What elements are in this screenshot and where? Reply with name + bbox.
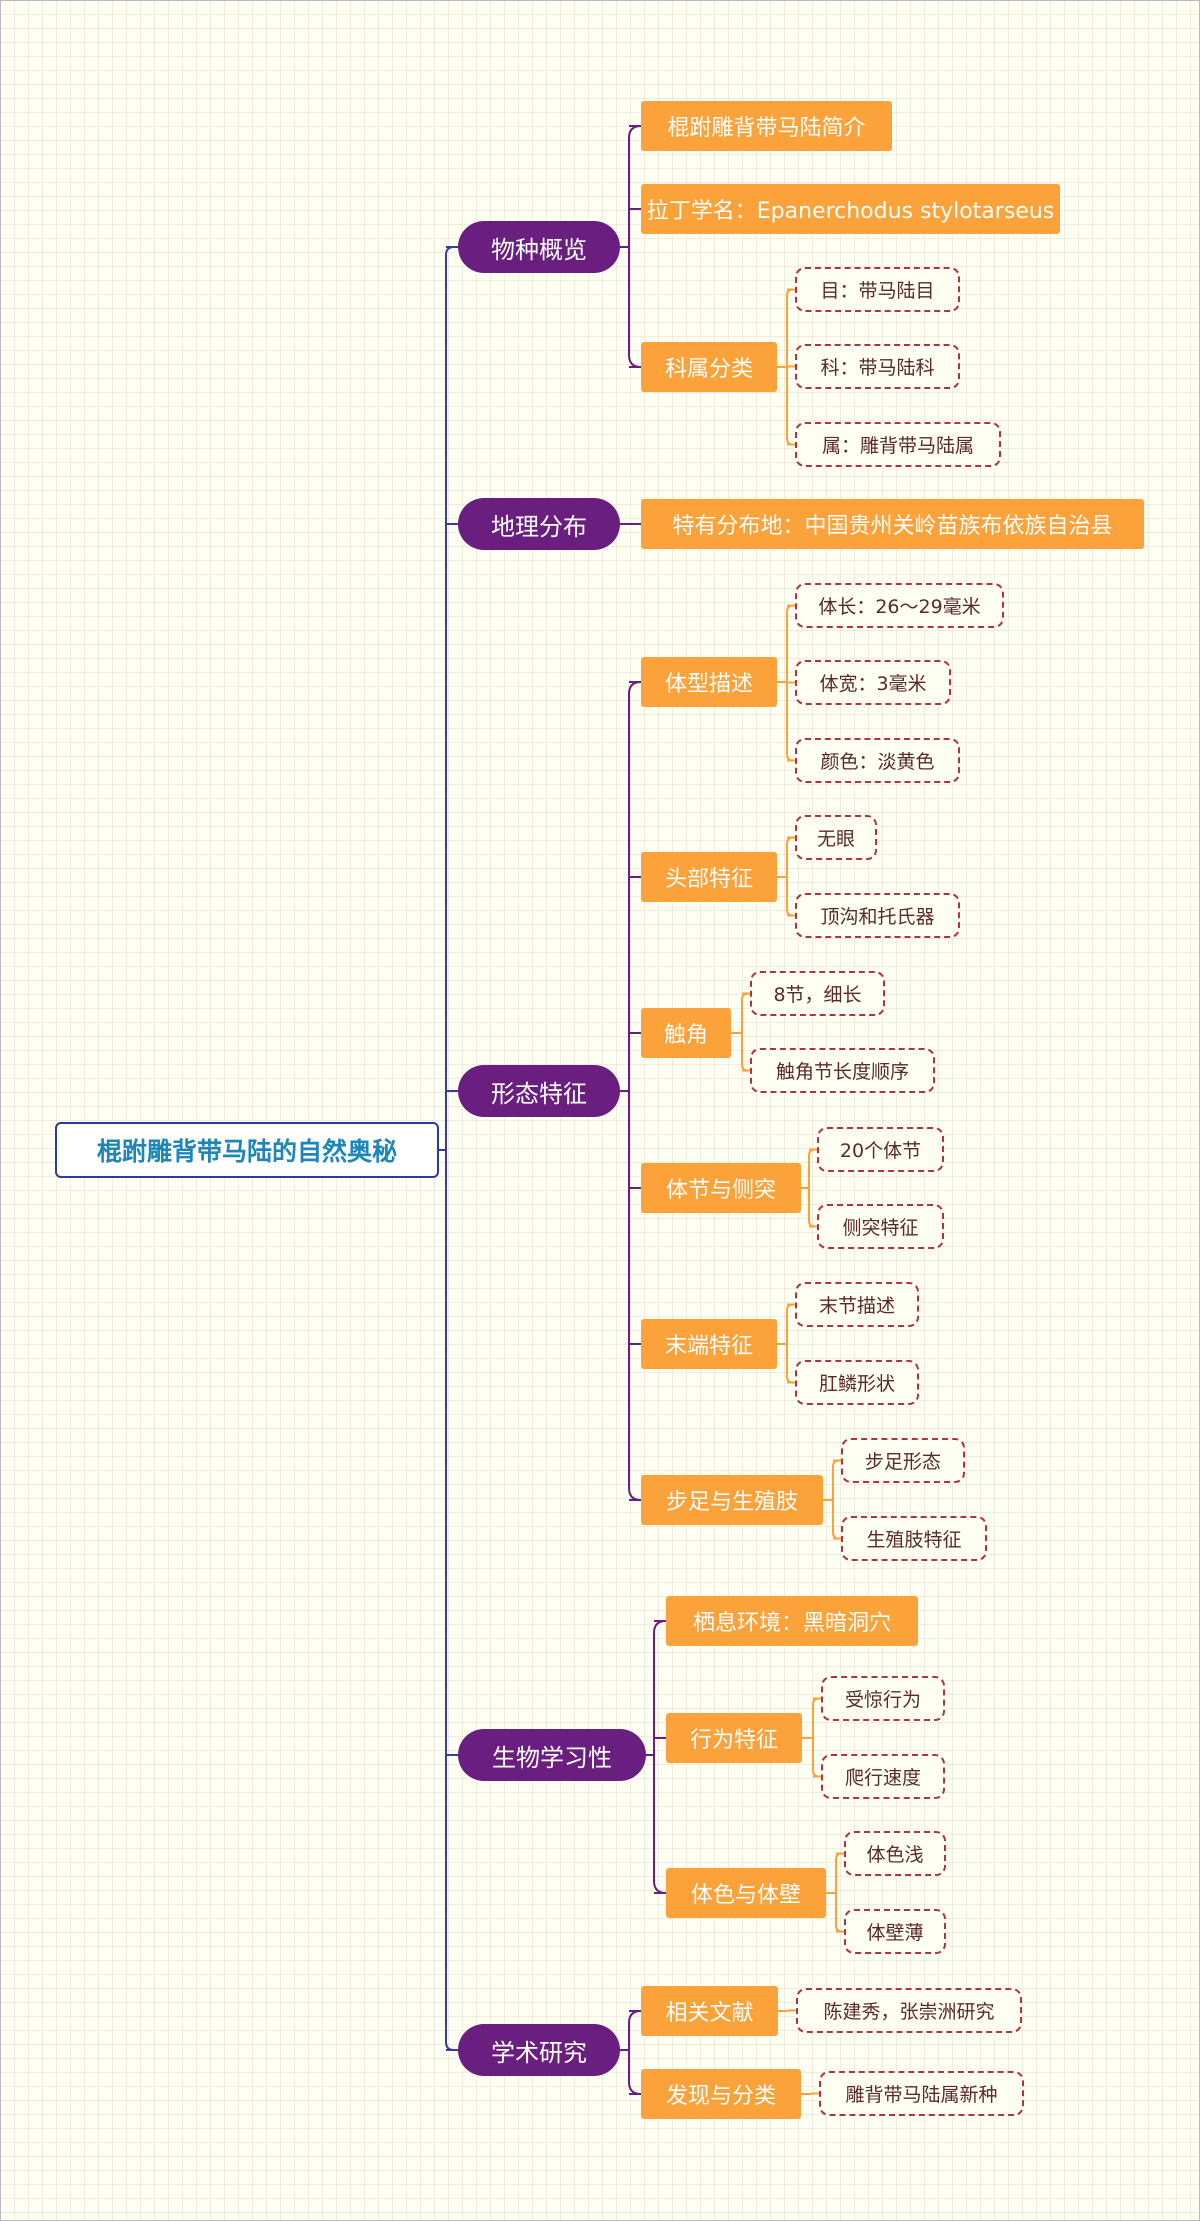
topic-behavior[interactable]: 行为特征 — [666, 1713, 802, 1763]
connector-line — [786, 836, 794, 917]
connector-line — [812, 1697, 820, 1778]
leaf-authors[interactable]: 陈建秀，张崇洲研究 — [796, 1988, 1022, 2033]
connector-line — [786, 1303, 794, 1384]
leaf-family[interactable]: 科：带马陆科 — [795, 344, 960, 389]
root-topic[interactable]: 棍跗雕背带马陆的自然奥秘 — [55, 1122, 439, 1178]
topic-legs-gonopods[interactable]: 步足与生殖肢 — [641, 1475, 823, 1525]
leaf-last-segment[interactable]: 末节描述 — [795, 1282, 919, 1327]
connector-line — [653, 1620, 667, 1894]
topic-endemic-location[interactable]: 特有分布地：中国贵州关岭苗族布依族自治县 — [641, 499, 1144, 549]
leaf-startle[interactable]: 受惊行为 — [821, 1676, 945, 1721]
topic-distribution[interactable]: 地理分布 — [458, 498, 620, 550]
connector-line — [835, 1852, 843, 1933]
topic-body-shape[interactable]: 体型描述 — [641, 657, 777, 707]
topic-antenna[interactable]: 触角 — [641, 1008, 731, 1058]
topic-head[interactable]: 头部特征 — [641, 852, 777, 902]
leaf-segment-count[interactable]: 20个体节 — [817, 1127, 944, 1172]
leaf-body-length[interactable]: 体长：26～29毫米 — [795, 583, 1004, 628]
connector-line — [445, 246, 455, 2051]
topic-research[interactable]: 学术研究 — [458, 2024, 620, 2076]
leaf-genus[interactable]: 属：雕背带马陆属 — [795, 422, 1001, 467]
leaf-antenna-order[interactable]: 触角节长度顺序 — [750, 1048, 935, 1093]
leaf-paranota[interactable]: 侧突特征 — [817, 1204, 944, 1249]
leaf-new-species[interactable]: 雕背带马陆属新种 — [819, 2071, 1024, 2116]
connector-line — [628, 125, 642, 368]
topic-literature[interactable]: 相关文献 — [641, 1986, 778, 2036]
connector-line — [628, 2010, 642, 2095]
topic-terminal[interactable]: 末端特征 — [641, 1319, 777, 1369]
leaf-eyeless[interactable]: 无眼 — [795, 815, 877, 860]
leaf-head-organ[interactable]: 顶沟和托氏器 — [795, 893, 960, 938]
leaf-antenna-segments[interactable]: 8节，细长 — [750, 971, 885, 1016]
leaf-order[interactable]: 目：带马陆目 — [795, 267, 960, 312]
leaf-body-width[interactable]: 体宽：3毫米 — [795, 660, 951, 705]
topic-body-color-wall[interactable]: 体色与体壁 — [666, 1868, 826, 1918]
topic-latin-name[interactable]: 拉丁学名：Epanerchodus stylotarseus — [641, 184, 1060, 234]
connector-line — [808, 1148, 816, 1228]
leaf-gonopod[interactable]: 生殖肢特征 — [841, 1516, 987, 1561]
topic-taxonomy[interactable]: 科属分类 — [641, 342, 777, 392]
connector-line — [628, 681, 642, 1501]
topic-morphology[interactable]: 形态特征 — [458, 1065, 620, 1117]
leaf-body-color[interactable]: 颜色：淡黄色 — [795, 738, 960, 783]
leaf-anal-scale[interactable]: 肛鳞形状 — [795, 1360, 919, 1405]
topic-species-overview[interactable]: 物种概览 — [458, 221, 620, 273]
leaf-thin-wall[interactable]: 体壁薄 — [844, 1909, 946, 1954]
topic-biology[interactable]: 生物学习性 — [458, 1729, 646, 1781]
topic-habitat[interactable]: 栖息环境：黑暗洞穴 — [666, 1596, 918, 1646]
topic-discovery[interactable]: 发现与分类 — [641, 2069, 801, 2119]
topic-segments[interactable]: 体节与侧突 — [641, 1163, 801, 1213]
leaf-pale-color[interactable]: 体色浅 — [844, 1831, 946, 1876]
leaf-leg-form[interactable]: 步足形态 — [841, 1438, 965, 1483]
connector-line — [832, 1459, 840, 1540]
connector-line — [741, 992, 749, 1072]
topic-intro[interactable]: 棍跗雕背带马陆简介 — [641, 101, 892, 151]
leaf-crawl-speed[interactable]: 爬行速度 — [821, 1754, 945, 1799]
